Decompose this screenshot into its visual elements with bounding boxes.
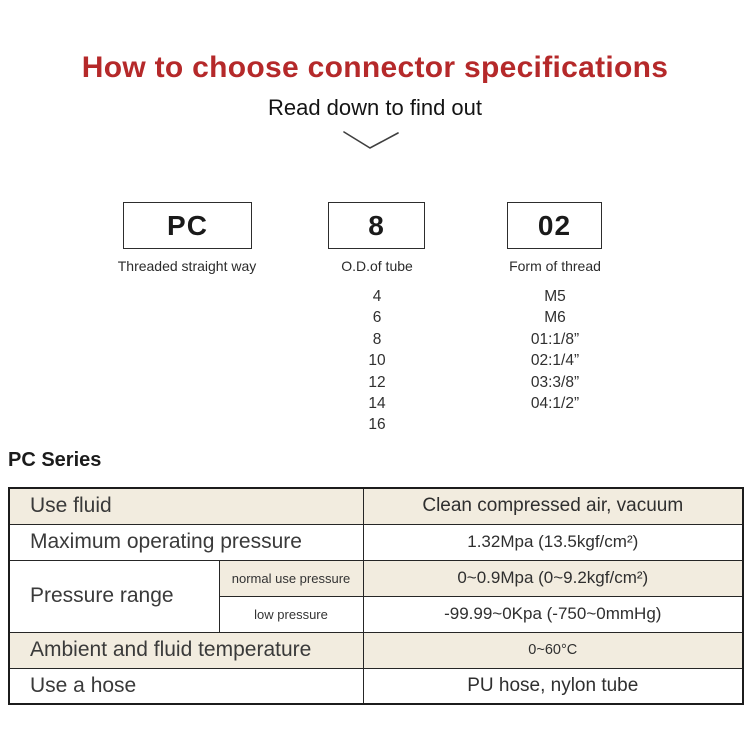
thread-form-option: 02:1/4” bbox=[530, 352, 580, 370]
thread-form-options: M5 M6 01:1/8” 02:1/4” 03:3/8” 04:1/2” bbox=[460, 286, 650, 414]
model-code-thread-form: 02 bbox=[537, 209, 572, 241]
tube-size-option: 12 bbox=[368, 373, 386, 391]
segment-label-series: Threaded straight way bbox=[117, 258, 257, 274]
row-label: Ambient and fluid temperature bbox=[8, 631, 364, 669]
row-value: -99.99~0Kpa (-750~0mmHg) bbox=[362, 595, 744, 633]
tube-size-option: 10 bbox=[368, 352, 386, 370]
subtitle: Read down to find out bbox=[267, 95, 483, 120]
spec-table: Use fluid Clean compressed air, vacuum M… bbox=[8, 487, 745, 705]
chevron-down-icon bbox=[343, 131, 399, 149]
page-title: How to choose connector specifications bbox=[81, 51, 669, 84]
row-label: Use fluid bbox=[8, 487, 364, 525]
row-value: Clean compressed air, vacuum bbox=[362, 487, 744, 525]
tube-size-option: 16 bbox=[368, 416, 386, 434]
row-label: Pressure range bbox=[8, 559, 220, 633]
thread-form-option: M5 bbox=[544, 288, 566, 305]
row-value: 0~60°C bbox=[362, 631, 744, 669]
table-row-hose: Use a hose PU hose, nylon tube bbox=[8, 667, 744, 705]
row-value: PU hose, nylon tube bbox=[362, 667, 744, 705]
table-row-pressure-range-normal: Pressure range normal use pressure 0~0.9… bbox=[8, 559, 744, 633]
model-code-box-tube-od: 8 bbox=[328, 202, 425, 249]
table-row-temperature: Ambient and fluid temperature 0~60°C bbox=[8, 631, 744, 669]
tube-size-options: 4 6 8 10 12 14 16 bbox=[282, 286, 472, 436]
sub-row-label: low pressure bbox=[218, 595, 364, 633]
segment-label-tube-od: O.D.of tube bbox=[341, 258, 413, 274]
tube-size-option: 8 bbox=[372, 330, 382, 348]
table-row-pressure-range-low: low pressure -99.99~0Kpa (-750~0mmHg) bbox=[9, 595, 744, 633]
row-label: Use a hose bbox=[8, 667, 364, 705]
tube-size-option: 4 bbox=[372, 288, 382, 305]
series-title: PC Series bbox=[8, 449, 102, 471]
tube-size-option: 6 bbox=[372, 309, 382, 327]
tube-size-option: 14 bbox=[368, 395, 386, 413]
model-code-series: PC bbox=[167, 209, 208, 241]
table-row-max-pressure: Maximum operating pressure 1.32Mpa (13.5… bbox=[8, 523, 744, 561]
table-row-use-fluid: Use fluid Clean compressed air, vacuum bbox=[8, 487, 744, 525]
row-value: 0~0.9Mpa (0~9.2kgf/cm²) bbox=[362, 559, 744, 597]
row-value: 1.32Mpa (13.5kgf/cm²) bbox=[362, 523, 744, 561]
sub-row-label: normal use pressure bbox=[218, 559, 364, 597]
thread-form-option: M6 bbox=[544, 309, 566, 327]
segment-label-thread-form: Form of thread bbox=[509, 258, 601, 274]
model-code-box-thread-form: 02 bbox=[507, 202, 602, 249]
thread-form-option: 04:1/2” bbox=[530, 395, 580, 413]
model-code-box-series: PC bbox=[123, 202, 252, 249]
thread-form-option: 03:3/8” bbox=[530, 373, 580, 391]
model-code-tube-od: 8 bbox=[368, 209, 385, 241]
row-label: Maximum operating pressure bbox=[8, 523, 364, 561]
thread-form-option: 01:1/8” bbox=[530, 330, 580, 348]
